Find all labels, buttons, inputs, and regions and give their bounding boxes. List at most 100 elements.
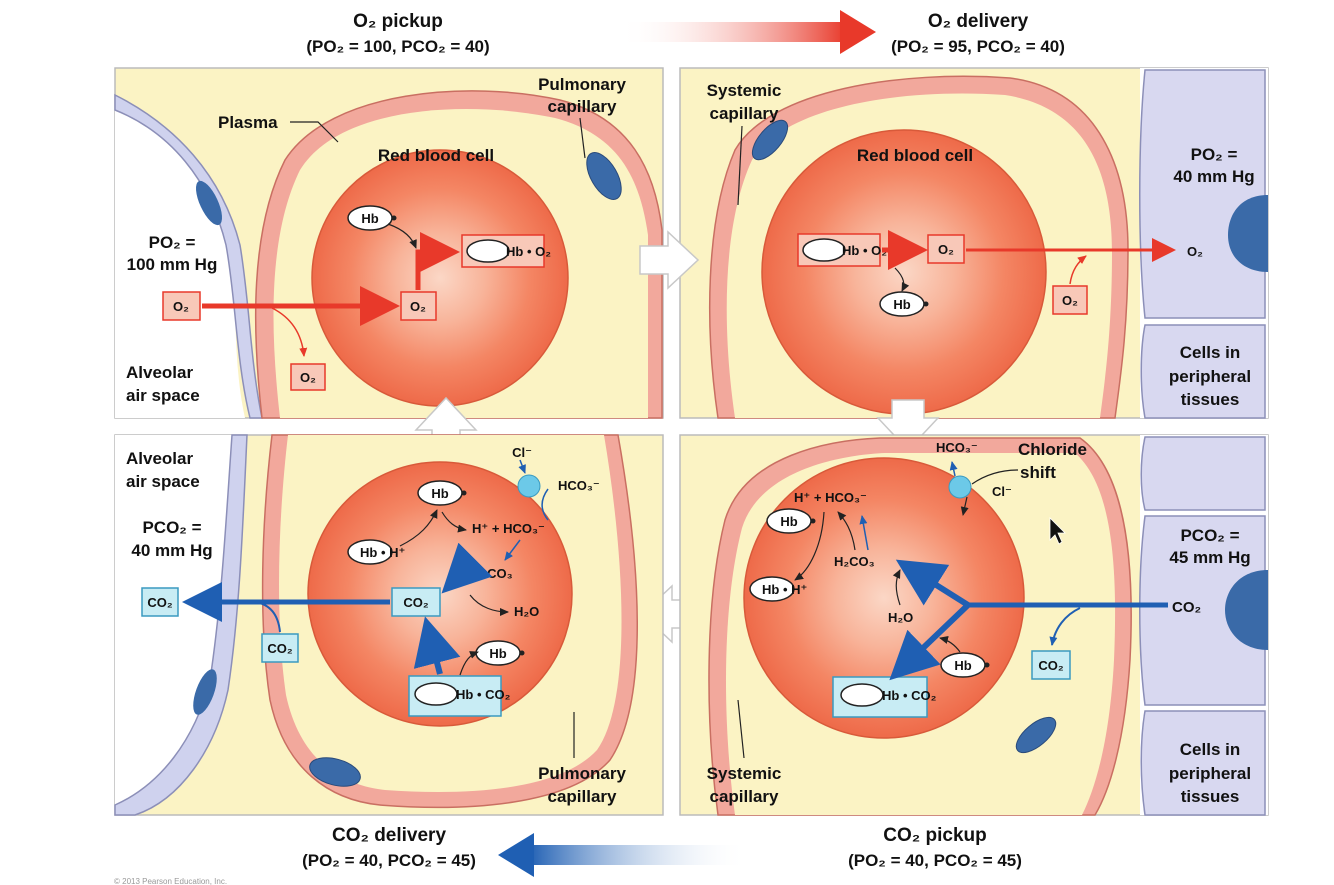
hco3-ion: HCO₃⁻ — [558, 478, 600, 493]
flow-arrow-right — [639, 230, 700, 290]
co2-box-rbc: CO₂ — [391, 587, 441, 617]
plasma-label: Plasma — [218, 113, 278, 132]
co2-pickup-params: (PO₂ = 40, PCO₂ = 45) — [848, 851, 1022, 870]
svg-text:CO₂: CO₂ — [403, 595, 429, 610]
o2-tissue: O₂ — [1187, 244, 1203, 259]
hb-co2-complex: Hb • CO₂ — [832, 676, 937, 718]
svg-text:CO₂: CO₂ — [147, 595, 173, 610]
svg-text:Hb: Hb — [893, 297, 910, 312]
alveolar-label-1: Alveolar — [126, 363, 193, 382]
alveolar-label-1: Alveolar — [126, 449, 193, 468]
chloride-shift-label-2: shift — [1020, 463, 1056, 482]
footer-blue-arrow — [498, 833, 748, 877]
svg-text:CO₂: CO₂ — [267, 641, 293, 656]
o2-box-plasma: O₂ — [290, 363, 326, 391]
co2-delivery-title: CO₂ delivery — [332, 825, 446, 846]
tissue-nucleus-icon — [1225, 570, 1268, 650]
alveolar-label-2: air space — [126, 472, 200, 491]
hb-molecule: Hb — [475, 640, 525, 666]
po2-label-1: PO₂ = — [149, 233, 196, 252]
chloride-exchanger-icon — [948, 475, 972, 499]
hb-h-complex: Hb • H⁺ — [749, 576, 807, 602]
header-o2-delivery: O₂ delivery (PO₂ = 95, PCO₂ = 40) — [891, 11, 1065, 56]
panel-o2-pickup: Plasma Pulmonary capillary Red blood cel… — [114, 67, 664, 419]
co2-delivery-params: (PO₂ = 40, PCO₂ = 45) — [302, 851, 476, 870]
header-o2-pickup: O₂ pickup (PO₂ = 100, PCO₂ = 40) — [306, 11, 489, 56]
chloride-shift-label-1: Chloride — [1018, 440, 1087, 459]
rbc-label: Red blood cell — [378, 146, 494, 165]
hb-o2-complex: Hb • O₂ — [461, 234, 551, 268]
pulmonary-capillary-label-1: Pulmonary — [538, 75, 626, 94]
co2-box-alveolar: CO₂ — [141, 587, 179, 617]
svg-text:O₂: O₂ — [938, 242, 954, 257]
systemic-capillary-label-2: capillary — [710, 104, 780, 123]
o2-box-rbc: O₂ — [400, 291, 437, 321]
o2-box-rbc: O₂ — [927, 234, 965, 264]
hb-h-complex: Hb • H⁺ — [347, 539, 405, 565]
o2-box-alveolar: O₂ — [162, 291, 201, 321]
svg-text:O₂: O₂ — [173, 299, 189, 314]
alveolar-label-2: air space — [126, 386, 200, 405]
svg-text:Hb • O₂: Hb • O₂ — [506, 244, 551, 259]
red-blood-cell — [761, 129, 1047, 415]
hco3-ion: HCO₃⁻ — [936, 440, 978, 455]
h2co3: H₂CO₃ — [472, 566, 513, 581]
svg-text:O₂: O₂ — [300, 370, 316, 385]
red-blood-cell — [311, 149, 569, 407]
h2co3: H₂CO₃ — [834, 554, 875, 569]
footer-co2-delivery: CO₂ delivery (PO₂ = 40, PCO₂ = 45) — [302, 825, 476, 870]
hb-molecule: Hb — [347, 205, 397, 231]
svg-text:O₂: O₂ — [410, 299, 426, 314]
o2-delivery-params: (PO₂ = 95, PCO₂ = 40) — [891, 37, 1065, 56]
co2-tissue: CO₂ — [1172, 599, 1201, 616]
endothelial-nucleus-icon — [195, 180, 223, 226]
h-hco3: H⁺ + HCO₃⁻ — [472, 521, 545, 536]
hb-molecule: Hb — [766, 508, 816, 534]
po2-label-2: 100 mm Hg — [127, 255, 218, 274]
chloride-exchanger-icon — [517, 474, 541, 498]
pco2-label-2: 40 mm Hg — [131, 541, 212, 560]
cells-label-3: tissues — [1181, 787, 1240, 806]
pulmonary-capillary-label-2: capillary — [548, 787, 618, 806]
hb-molecule: Hb — [879, 291, 929, 317]
po2-label-1: PO₂ = — [1191, 145, 1238, 164]
o2-pickup-title: O₂ pickup — [353, 11, 443, 32]
panel-co2-delivery: Alveolar air space PCO₂ = 40 mm Hg Pulmo… — [114, 434, 664, 816]
rbc-label: Red blood cell — [857, 146, 973, 165]
systemic-capillary-label-2: capillary — [710, 787, 780, 806]
hb-co2-complex: Hb • CO₂ — [408, 675, 511, 717]
svg-text:Hb: Hb — [780, 514, 797, 529]
flow-arrow-down — [876, 399, 940, 452]
cells-label-3: tissues — [1181, 390, 1240, 409]
cl-ion: Cl⁻ — [992, 484, 1012, 499]
panel-co2-pickup: HCO₃⁻ Chloride shift Cl⁻ H⁺ + HCO₃⁻ Hb H… — [679, 434, 1269, 816]
systemic-capillary-label-1: Systemic — [707, 764, 782, 783]
o2-pickup-params: (PO₂ = 100, PCO₂ = 40) — [306, 37, 489, 56]
pco2-label-1: PCO₂ = — [1180, 526, 1239, 545]
tissue-nucleus-icon — [1228, 195, 1268, 272]
pco2-label-1: PCO₂ = — [142, 518, 201, 537]
cells-label-1: Cells in — [1180, 740, 1240, 759]
o2-delivery-title: O₂ delivery — [928, 11, 1029, 32]
svg-text:CO₂: CO₂ — [1038, 658, 1064, 673]
capillary-nucleus-icon — [309, 757, 361, 787]
hb-molecule: Hb — [417, 480, 467, 506]
svg-text:Hb • CO₂: Hb • CO₂ — [456, 687, 511, 702]
pco2-label-2: 45 mm Hg — [1169, 548, 1250, 567]
h2o: H₂O — [514, 604, 539, 619]
svg-text:Hb • O₂: Hb • O₂ — [842, 243, 887, 258]
h-hco3: H⁺ + HCO₃⁻ — [794, 490, 867, 505]
svg-text:Hb • H⁺: Hb • H⁺ — [360, 545, 405, 560]
cells-label-2: peripheral — [1169, 367, 1251, 386]
capillary-nucleus-icon — [586, 152, 622, 200]
header-red-arrow — [620, 10, 876, 54]
co2-box-plasma: CO₂ — [261, 633, 299, 663]
svg-text:O₂: O₂ — [1062, 293, 1078, 308]
co2-box-plasma: CO₂ — [1031, 650, 1071, 680]
capillary-nucleus-icon — [751, 119, 789, 161]
h2o: H₂O — [888, 610, 913, 625]
endothelial-nucleus-icon — [193, 669, 217, 715]
co2-pickup-title: CO₂ pickup — [883, 825, 986, 846]
o2-binding-arrow — [415, 232, 460, 290]
